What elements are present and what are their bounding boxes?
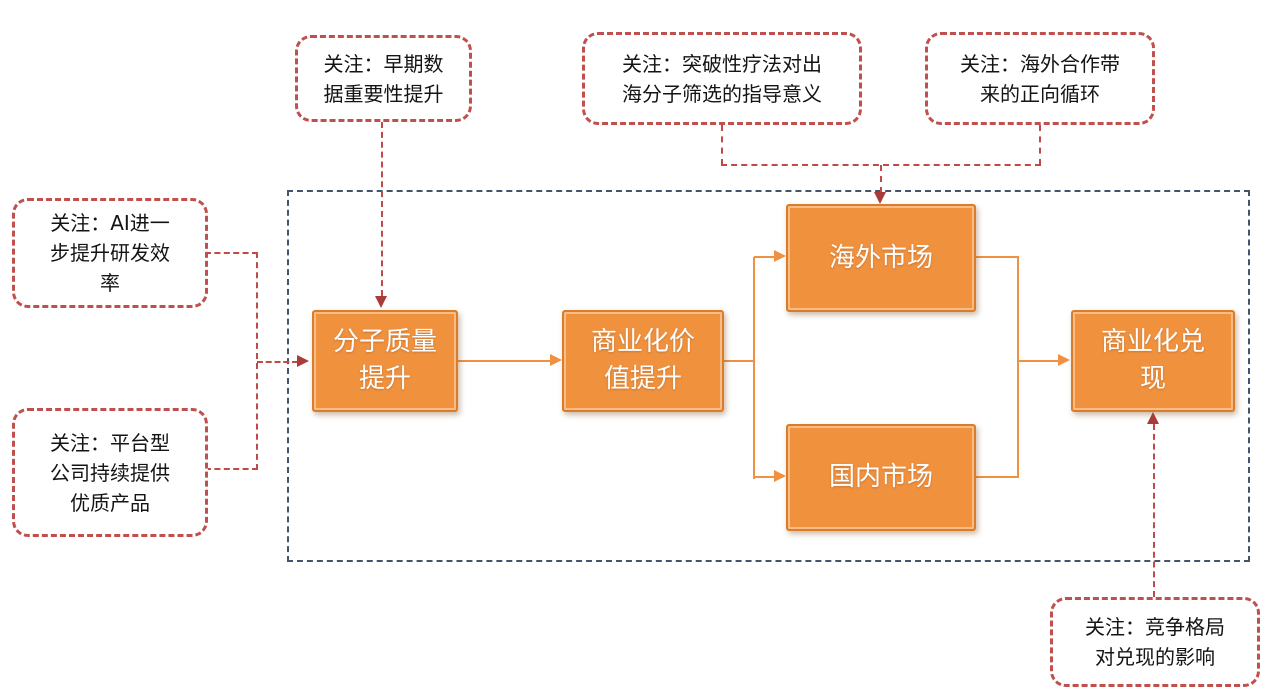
callout-platform-company: 关注：平台型 公司持续提供 优质产品 <box>12 408 208 537</box>
connector-merge-to-realization <box>1018 360 1059 362</box>
connector-molecule-to-value <box>457 360 551 362</box>
callout-breakthrough-therapy: 关注：突破性疗法对出 海分子筛选的指导意义 <box>582 32 862 125</box>
callout-line-overseas-drop <box>880 165 882 193</box>
callout-ai-efficiency: 关注：AI进一 步提升研发效 率 <box>12 198 208 308</box>
connector-overseas-out <box>976 256 1019 258</box>
callout-early-data: 关注：早期数 据重要性提升 <box>295 35 472 122</box>
callout-overseas-cooperation: 关注：海外合作带 来的正向循环 <box>925 32 1155 125</box>
arrowhead-right-icon <box>774 250 786 262</box>
callout-line-cooperation-drop <box>1039 125 1041 165</box>
callout-line-early-data <box>381 122 383 296</box>
connector-branch-to-overseas <box>754 256 775 258</box>
connector-domestic-out <box>976 476 1019 478</box>
arrowhead-right-icon <box>1058 354 1070 366</box>
connector-branch-vertical <box>753 257 755 479</box>
flow-box-domestic-market: 国内市场 <box>786 424 976 531</box>
arrowhead-down-icon <box>375 296 387 308</box>
flow-box-overseas-market: 海外市场 <box>786 204 976 312</box>
callout-line-platform-out <box>205 468 258 470</box>
connector-branch-to-domestic <box>754 476 775 478</box>
flow-box-commercial-value: 商业化价 值提升 <box>562 310 724 412</box>
callout-line-competition <box>1153 424 1155 597</box>
flow-box-molecule-quality: 分子质量 提升 <box>312 310 458 412</box>
arrowhead-right-icon <box>550 354 562 366</box>
callout-line-ai-out <box>205 252 258 254</box>
callout-competition-impact: 关注：竞争格局 对兑现的影响 <box>1050 597 1260 687</box>
connector-value-out <box>723 360 755 362</box>
callout-line-into-molecule <box>257 361 298 363</box>
arrowhead-up-icon <box>1147 412 1159 424</box>
arrowhead-right-icon <box>297 355 309 367</box>
arrowhead-right-icon <box>774 470 786 482</box>
flow-box-commercial-realization: 商业化兑 现 <box>1071 310 1235 412</box>
arrowhead-down-icon <box>874 192 886 204</box>
callout-line-breakthrough-drop <box>721 125 723 165</box>
flow-frame <box>287 190 1250 562</box>
connector-merge-vertical <box>1017 257 1019 478</box>
